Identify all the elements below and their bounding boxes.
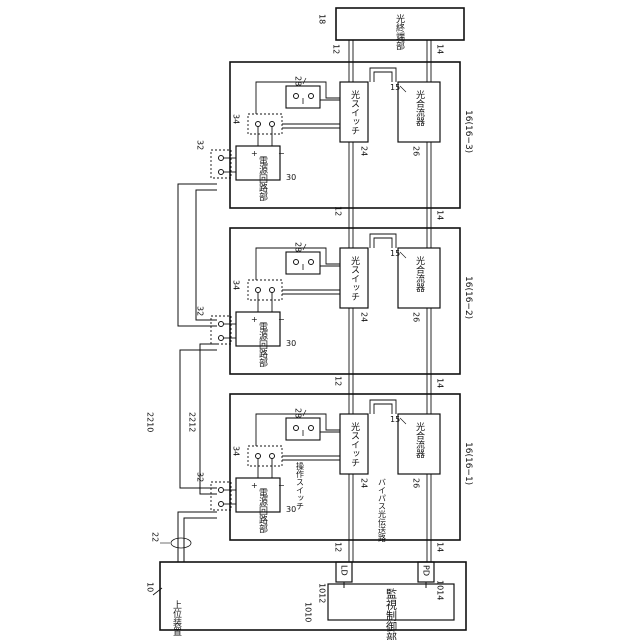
monitor-control-label: 監視制御部: [385, 587, 398, 640]
host-device-ref: 10: [146, 582, 155, 592]
operation-switch-box: [286, 418, 320, 440]
minus-sign: −: [278, 481, 285, 490]
relay-nodes: 光スイッチ光合流器152834電源回路部+−3032242616(16−3)光ス…: [196, 62, 474, 542]
relay-node-label: 16(16−2): [463, 276, 473, 319]
terminal-block-34: [248, 446, 282, 466]
fiber12-ref-bottom: 12: [334, 542, 343, 552]
bypass-ref: 15: [390, 415, 400, 424]
optical-combiner-ref: 26: [412, 478, 421, 488]
terminal-block-ref: 34: [232, 280, 241, 290]
power-cable-2210: [180, 350, 217, 488]
terminal-block-ref: 34: [232, 446, 241, 456]
operation-switch-box: [286, 252, 320, 274]
far-end-terminal-ref: 18: [318, 14, 327, 24]
operation-switch-ref: 28: [294, 76, 303, 86]
operation-switch-box: [286, 86, 320, 108]
pd-label: PD: [422, 565, 431, 576]
bypass-ref: 15: [390, 83, 400, 92]
fiber14-ref-3: 14: [436, 378, 445, 388]
plus-sign: +: [251, 149, 258, 158]
cable2210-ref: 2210: [146, 412, 155, 432]
fiber12-ref-top: 12: [332, 44, 341, 54]
operation-switch-ref: 28: [294, 408, 303, 418]
optical-switch-label: 光スイッチ: [349, 255, 360, 301]
optical-combiner-label: 光合流器: [414, 255, 425, 292]
connector-ref: 32: [196, 306, 205, 316]
operation-switch-ref: 28: [294, 242, 303, 252]
terminal-block-34: [248, 280, 282, 300]
cable2212-ref: 2212: [188, 412, 197, 432]
power-cable-upper: [178, 184, 217, 326]
bypass-path-label: バイパス光伝送路: [378, 478, 387, 542]
pd-ref: 1014: [436, 580, 445, 600]
optical-combiner-label: 光合流器: [414, 89, 425, 126]
power-cable-22: [171, 512, 217, 562]
relay-node-label: 16(16−3): [463, 110, 473, 153]
ld-ref: 1012: [318, 583, 327, 603]
far-end-terminal-label: 光終端部: [394, 13, 405, 51]
power-circuit-label: 電源回路部: [257, 488, 268, 534]
terminal-block-ref: 34: [232, 114, 241, 124]
plus-sign: +: [251, 481, 258, 490]
minus-sign: −: [278, 315, 285, 324]
ld-label: LD: [340, 565, 349, 576]
optical-switch-ref: 24: [360, 478, 369, 488]
cable22-ref: 22: [151, 532, 160, 542]
optical-switch-ref: 24: [360, 312, 369, 322]
bypass-ref: 15: [390, 249, 400, 258]
optical-combiner-label: 光合流器: [414, 421, 425, 458]
connector-ref: 32: [196, 140, 205, 150]
power-circuit-ref: 30: [286, 339, 296, 348]
optical-switch-label: 光スイッチ: [349, 89, 360, 135]
power-circuit-label: 電源回路部: [257, 322, 268, 368]
host-device-label: 上位装置: [171, 600, 182, 636]
optical-combiner-ref: 26: [412, 146, 421, 156]
optical-switch-ref: 24: [360, 146, 369, 156]
plus-sign: +: [251, 315, 258, 324]
fiber12-ref-3: 12: [334, 376, 343, 386]
fiber14-ref-2: 14: [436, 210, 445, 220]
terminal-block-34: [248, 114, 282, 134]
fiber14-ref-top: 14: [436, 44, 445, 54]
power-circuit-label: 電源回路部: [257, 156, 268, 202]
optical-switch-label: 光スイッチ: [349, 421, 360, 467]
minus-sign: −: [278, 149, 285, 158]
relay-node-label: 16(16−1): [463, 442, 473, 485]
optical-combiner-ref: 26: [412, 312, 421, 322]
power-circuit-ref: 30: [286, 173, 296, 182]
monitor-control-ref: 1010: [304, 602, 313, 622]
operation-switch-label: 操作スイッチ: [296, 461, 305, 510]
fiber14-ref-bottom: 14: [436, 542, 445, 552]
